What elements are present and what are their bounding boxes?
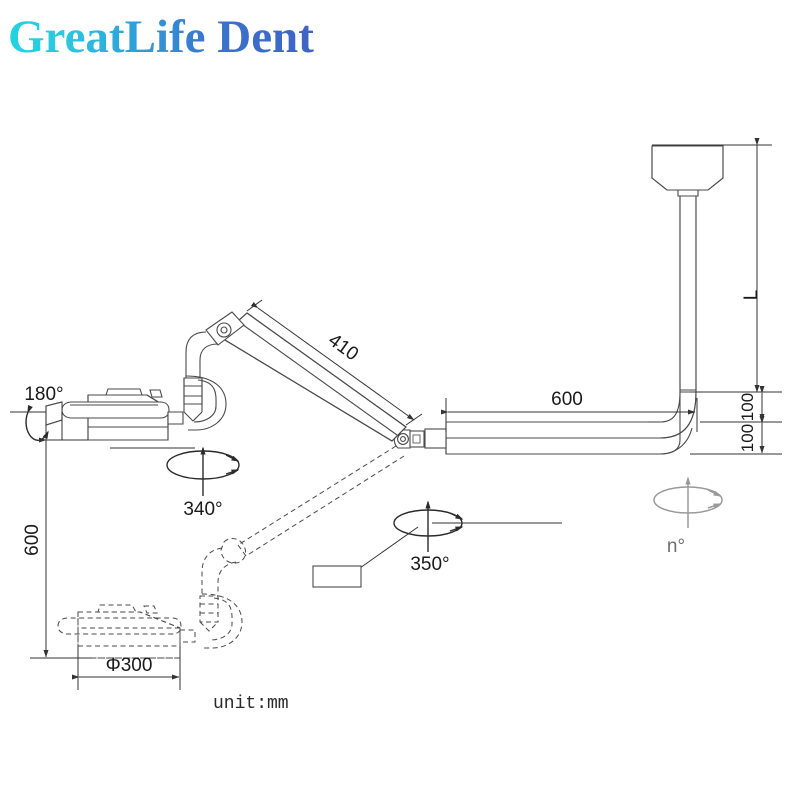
dimension-label-diameter-300: Φ300 xyxy=(106,655,153,676)
rotation-label-180: 180° xyxy=(24,384,63,405)
head-yoke-solid xyxy=(183,331,227,431)
rotation-340: 340° xyxy=(110,446,240,520)
dimension-600-horizontal: 600 xyxy=(441,389,698,432)
callout-box xyxy=(312,565,362,588)
dimension-diameter-300: Φ300 xyxy=(72,646,181,690)
rotation-350: 350° xyxy=(312,500,562,588)
lamp-head-phantom xyxy=(57,604,196,659)
dimension-label-100-upper: 100 xyxy=(738,393,757,421)
ceiling-mount-assembly xyxy=(651,144,760,392)
dimension-600-vertical: 600 xyxy=(22,425,92,659)
dimension-label-L: L xyxy=(741,290,762,301)
rotation-label-n-degrees: n° xyxy=(667,536,685,557)
rotation-label-340: 340° xyxy=(183,499,222,520)
brand-logo: GreatLife Dent xyxy=(8,11,314,63)
dimension-label-600-horizontal: 600 xyxy=(551,389,583,410)
unit-note: unit:mm xyxy=(213,694,289,714)
lamp-head-solid xyxy=(45,388,184,441)
spring-arm-phantom xyxy=(199,445,405,649)
dimension-label-600-vertical: 600 xyxy=(22,524,43,556)
rotation-label-350: 350° xyxy=(410,554,449,575)
dimension-100-stack: 100 100 xyxy=(690,386,782,455)
dimension-label-100-lower: 100 xyxy=(738,424,757,452)
arm-pivot-joint xyxy=(393,428,447,449)
rotation-n-degrees: n° xyxy=(653,476,723,557)
rotation-180: 180° xyxy=(10,384,88,443)
spring-arm-solid xyxy=(205,311,407,442)
